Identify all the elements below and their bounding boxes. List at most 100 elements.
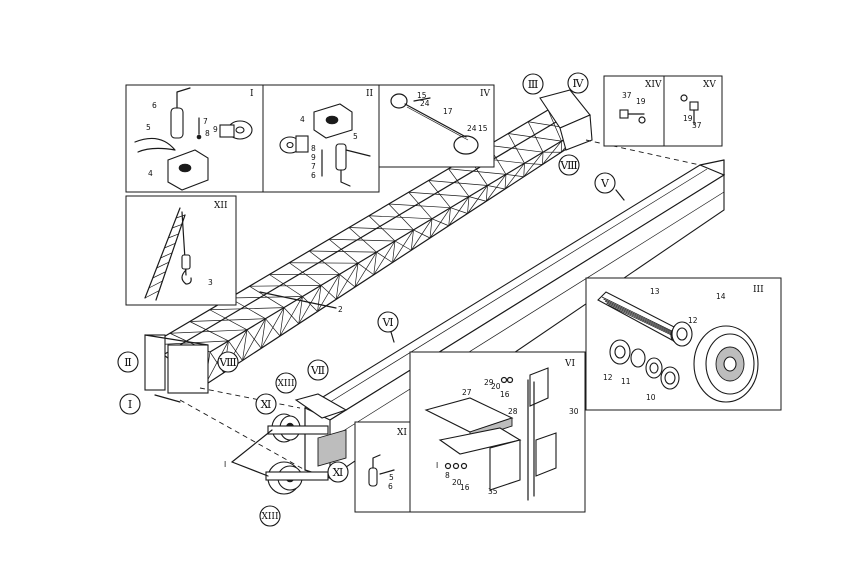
part-label: 15 — [478, 124, 488, 133]
svg-text:IV: IV — [480, 89, 491, 99]
lattice-member — [189, 321, 229, 342]
lattice-member — [408, 192, 433, 220]
lattice-member — [392, 229, 414, 263]
part-label: 12 — [603, 373, 613, 382]
part-label: 6 — [388, 482, 393, 491]
lattice-member — [392, 240, 396, 263]
lattice-member — [289, 262, 322, 286]
lattice-member — [348, 227, 414, 231]
part-label: 28 — [508, 407, 518, 416]
callout-VII: Ⅶ — [307, 359, 329, 381]
lattice-member — [388, 203, 414, 231]
inset-XIV-XV: XIV XV 37 19 19 37 — [603, 75, 723, 147]
callout-IV: Ⅳ — [567, 72, 589, 94]
svg-text:Ⅺ: Ⅺ — [333, 466, 344, 479]
lattice-member — [172, 224, 182, 229]
lattice-member — [156, 261, 170, 269]
svg-text:I: I — [250, 89, 254, 99]
lattice-member — [209, 309, 248, 331]
part-label: 10 — [646, 393, 656, 402]
lattice-member — [429, 207, 451, 239]
callout-V: Ⅴ — [594, 172, 616, 194]
boom-part-label: 2 — [338, 305, 343, 314]
lattice-member — [408, 191, 470, 197]
lattice-member — [428, 180, 451, 208]
part-label: 8 — [311, 144, 316, 153]
inset-I: I 6 7 8 9 5 4 — [125, 84, 264, 193]
lattice-member — [507, 133, 525, 164]
lattice-member — [604, 300, 679, 337]
lattice-member — [260, 307, 285, 349]
part-label: 24 — [420, 99, 430, 108]
lattice-member — [269, 274, 303, 297]
lattice-member — [467, 185, 488, 214]
part-label: 17 — [443, 107, 453, 116]
svg-text:Ⅵ: Ⅵ — [381, 316, 393, 329]
part-label: 24 — [467, 124, 477, 133]
svg-text:Ⅰ: Ⅰ — [128, 398, 132, 411]
part-label: 27 — [462, 388, 472, 397]
part-label: 14 — [716, 292, 726, 301]
lattice-member — [168, 233, 179, 239]
svg-text:Ⅺ: Ⅺ — [261, 398, 272, 411]
lattice-member — [317, 285, 322, 312]
callout-XIII-b: XIII — [259, 505, 281, 527]
part-label: 29 — [484, 378, 494, 387]
callout-XIII-a: XIII — [275, 372, 297, 394]
lattice-member — [354, 251, 377, 288]
part-label: 5 — [146, 123, 151, 132]
callout-VI: Ⅵ — [377, 311, 399, 333]
lattice-member — [504, 163, 525, 190]
lattice-member — [488, 144, 544, 153]
lattice-member — [508, 133, 562, 142]
lattice-member — [242, 329, 248, 361]
part-label: 5 — [389, 473, 394, 482]
part-label: 37 — [622, 91, 632, 100]
lattice-member — [335, 263, 359, 300]
part-label: 20 — [452, 478, 462, 487]
lattice-member — [523, 163, 525, 177]
part-label: 30 — [569, 407, 579, 416]
svg-text:Ⅴ: Ⅴ — [600, 177, 610, 190]
inset-XI: XI 5 6 — [354, 421, 411, 513]
lattice-member — [485, 174, 507, 202]
lattice-member — [448, 196, 470, 226]
part-label: 13 — [650, 287, 660, 296]
lattice-member — [204, 340, 229, 386]
lattice-member — [298, 285, 322, 324]
part-label: 35 — [488, 487, 498, 496]
leader-label-I: I — [224, 460, 226, 469]
svg-text:II: II — [366, 89, 374, 99]
part-label: 9 — [213, 125, 218, 134]
svg-text:Ⅲ: Ⅲ — [528, 78, 539, 91]
lattice-member — [504, 174, 507, 190]
part-label: 5 — [353, 132, 358, 141]
part-label: I — [436, 461, 438, 470]
lattice-member — [328, 238, 359, 264]
part-label: 7 — [311, 162, 316, 171]
lattice-member — [603, 298, 678, 335]
part-label: 8 — [445, 471, 450, 480]
lattice-member — [152, 271, 166, 279]
lattice-member — [547, 109, 562, 142]
callouts: Ⅲ Ⅳ Ⅷ Ⅴ Ⅵ Ⅱ Ⅰ Ⅷ — [117, 72, 616, 527]
part-label: 37 — [692, 121, 702, 130]
lattice-member — [410, 229, 414, 251]
lattice-member — [229, 296, 303, 299]
lattice-member — [607, 304, 681, 340]
inset-IV: IV 15 24 17 24 15 — [378, 84, 495, 168]
lattice-member — [308, 250, 340, 275]
lattice-member — [335, 274, 340, 300]
lattice-member — [144, 290, 160, 299]
lattice-member — [260, 318, 266, 349]
lattice-member — [309, 250, 377, 253]
part-label: 7 — [203, 117, 208, 126]
part-label: 11 — [621, 377, 631, 386]
lattice-member — [368, 215, 396, 242]
lattice-member — [242, 318, 266, 361]
lattice-member — [523, 151, 544, 177]
svg-text:XV: XV — [703, 80, 716, 90]
lattice-member — [329, 238, 396, 242]
callout-VIII: Ⅷ — [217, 351, 239, 373]
lattice-member — [160, 252, 173, 259]
